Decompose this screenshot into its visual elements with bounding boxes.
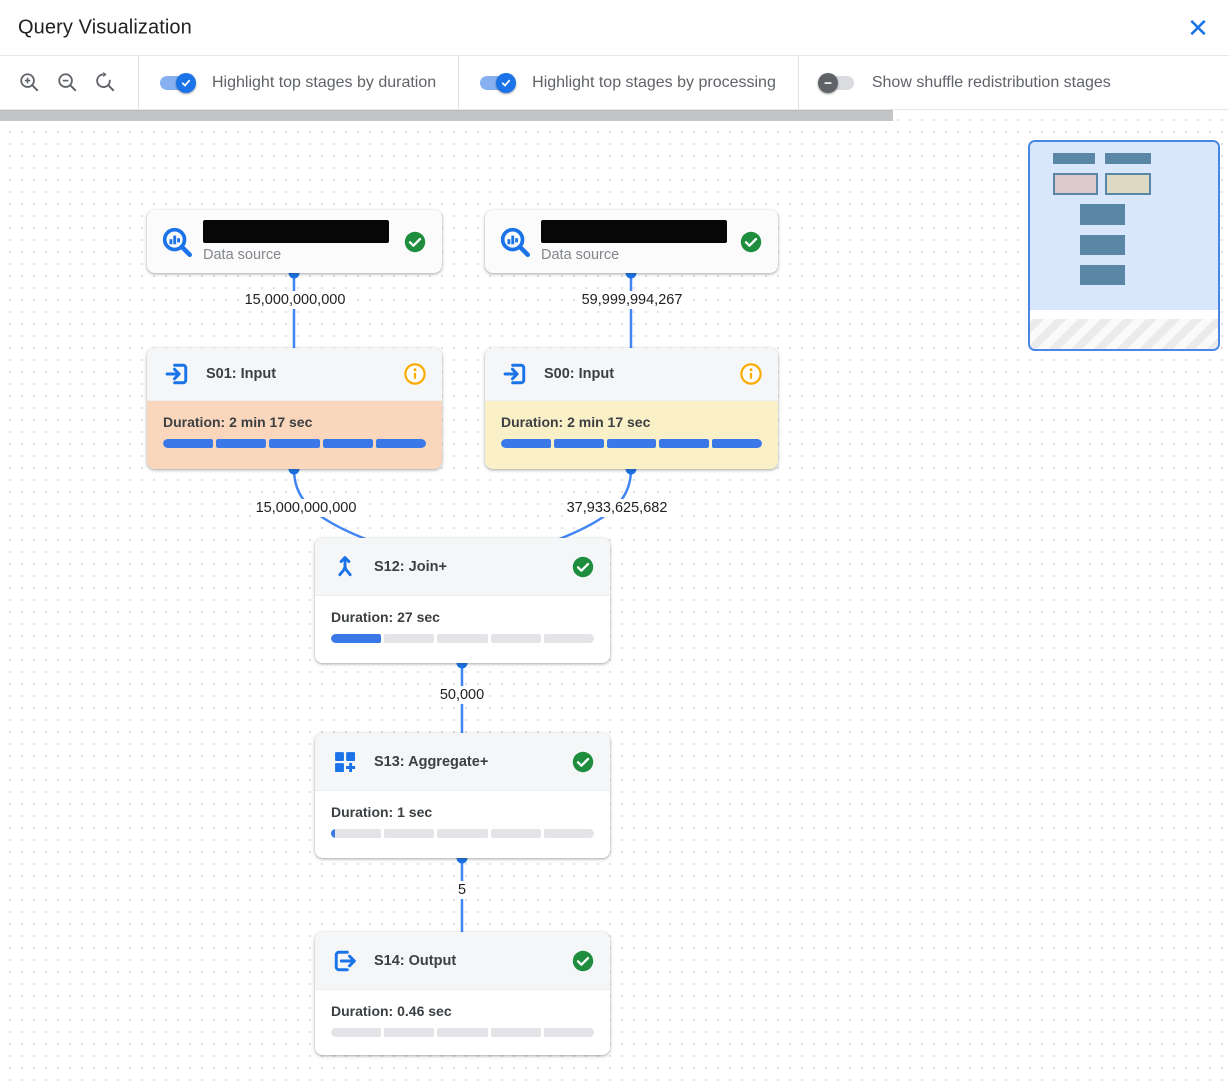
- output-icon: [331, 947, 359, 975]
- data-source-node-2[interactable]: Data source: [485, 210, 778, 273]
- stage-node-s01[interactable]: S01: Input Duration: 2 min 17 sec: [147, 348, 442, 469]
- zoom-reset-button[interactable]: [86, 64, 124, 102]
- duration-label: Duration: 27 sec: [331, 609, 440, 625]
- stage-node-s14[interactable]: S14: Output Duration: 0.46 sec: [315, 932, 610, 1055]
- duration-label: Duration: 2 min 17 sec: [163, 414, 313, 430]
- minimap-node: [1105, 153, 1151, 164]
- check-circle-icon: [571, 949, 595, 973]
- duration-label: Duration: 1 sec: [331, 804, 433, 820]
- duration-label: Duration: 2 min 17 sec: [501, 414, 651, 430]
- minimap-node-processing-highlight: [1105, 173, 1151, 195]
- toolbar-divider: [797, 56, 799, 109]
- check-circle-icon: [571, 555, 595, 579]
- duration-label: Duration: 0.46 sec: [331, 1003, 452, 1019]
- minimap-outside-area: [1030, 319, 1218, 349]
- minimap-node-duration-highlight: [1053, 173, 1098, 195]
- zoom-out-icon: [56, 71, 79, 94]
- zoom-in-icon: [18, 71, 41, 94]
- minimap-node: [1080, 265, 1125, 285]
- toggle-thumb: [817, 72, 838, 93]
- input-icon: [501, 360, 529, 388]
- info-icon[interactable]: [739, 362, 763, 386]
- zoom-out-button[interactable]: [48, 64, 86, 102]
- bigquery-magnifier-icon: [498, 225, 532, 259]
- edge-row-count: 15,000,000,000: [240, 291, 350, 309]
- merge-icon: [331, 553, 359, 581]
- input-icon: [163, 360, 191, 388]
- toggle-thumb: [496, 72, 517, 93]
- stage-node-s12[interactable]: S12: Join+ Duration: 27 sec: [315, 538, 610, 663]
- data-source-node-1[interactable]: Data source: [147, 210, 442, 273]
- stage-title: S13: Aggregate+: [374, 753, 489, 770]
- toggle-switch: [159, 72, 196, 93]
- toggle-highlight-duration[interactable]: Highlight top stages by duration: [139, 56, 458, 109]
- minus-icon: [824, 81, 832, 84]
- toggle-label: Show shuffle redistribution stages: [871, 73, 1111, 91]
- edge-row-count: 50,000: [435, 686, 489, 704]
- toggle-show-shuffle[interactable]: Show shuffle redistribution stages: [799, 56, 1133, 109]
- edge-row-count: 5: [453, 881, 471, 899]
- graph-canvas[interactable]: 15,000,000,000 59,999,994,267 15,000,000…: [0, 110, 1229, 1090]
- aggregate-icon: [331, 748, 359, 776]
- edge-row-count: 59,999,994,267: [577, 291, 687, 309]
- minimap[interactable]: [1028, 140, 1220, 351]
- stage-title: S01: Input: [206, 366, 277, 382]
- redacted-table-name: [203, 220, 389, 243]
- page-title: Query Visualization: [18, 16, 192, 38]
- redacted-table-name: [541, 220, 727, 243]
- stage-title: S12: Join+: [374, 558, 447, 575]
- toolbar-divider: [458, 56, 460, 109]
- zoom-reset-icon: [94, 71, 117, 94]
- stage-node-s00[interactable]: S00: Input Duration: 2 min 17 sec: [485, 348, 778, 469]
- toggle-highlight-processing[interactable]: Highlight top stages by processing: [459, 56, 798, 109]
- check-circle-icon: [571, 750, 595, 774]
- check-icon: [181, 79, 191, 87]
- stage-node-s13[interactable]: S13: Aggregate+ Duration: 1 sec: [315, 733, 610, 858]
- progress-bar: [331, 1028, 595, 1037]
- info-icon[interactable]: [403, 362, 427, 386]
- toolbar-divider: [138, 56, 139, 109]
- toggle-switch: [479, 72, 517, 93]
- edge-row-count: 15,000,000,000: [251, 499, 361, 517]
- zoom-in-button[interactable]: [10, 64, 48, 102]
- toggle-label: Highlight top stages by duration: [212, 73, 437, 91]
- bigquery-magnifier-icon: [160, 225, 194, 259]
- progress-bar: [501, 439, 762, 448]
- dialog-header: Query Visualization ✕: [0, 0, 1229, 55]
- check-icon: [502, 79, 511, 87]
- stage-title: S00: Input: [544, 366, 615, 382]
- toggle-switch: [817, 72, 855, 93]
- toggle-label: Highlight top stages by processing: [532, 73, 776, 91]
- minimap-node: [1080, 204, 1125, 225]
- data-source-label: Data source: [541, 247, 620, 263]
- minimap-node: [1080, 235, 1125, 255]
- progress-bar: [331, 634, 595, 643]
- check-circle-icon: [403, 230, 427, 254]
- toolbar: Highlight top stages by duration Highlig…: [0, 55, 1229, 110]
- horizontal-scrollbar[interactable]: [0, 110, 893, 121]
- minimap-node: [1053, 153, 1095, 164]
- close-icon[interactable]: ✕: [1183, 13, 1213, 43]
- stage-title: S14: Output: [374, 952, 457, 969]
- check-circle-icon: [739, 230, 763, 254]
- toggle-thumb: [176, 72, 196, 93]
- progress-bar: [331, 829, 595, 838]
- progress-bar: [163, 439, 427, 448]
- edge-row-count: 37,933,625,682: [562, 499, 672, 517]
- data-source-label: Data source: [203, 247, 282, 263]
